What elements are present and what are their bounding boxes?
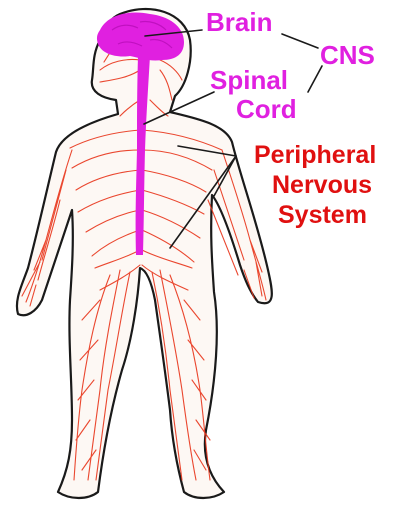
leader-brain-cns xyxy=(282,34,318,48)
brain-label: Brain xyxy=(206,9,272,35)
pns-label-line2: Nervous xyxy=(272,173,372,198)
cord-label: Cord xyxy=(236,96,297,122)
spinal-label: Spinal xyxy=(210,67,288,93)
pns-label-line3: System xyxy=(278,203,367,228)
pns-label-line1: Peripheral xyxy=(254,143,376,168)
cns-label: CNS xyxy=(320,42,375,68)
